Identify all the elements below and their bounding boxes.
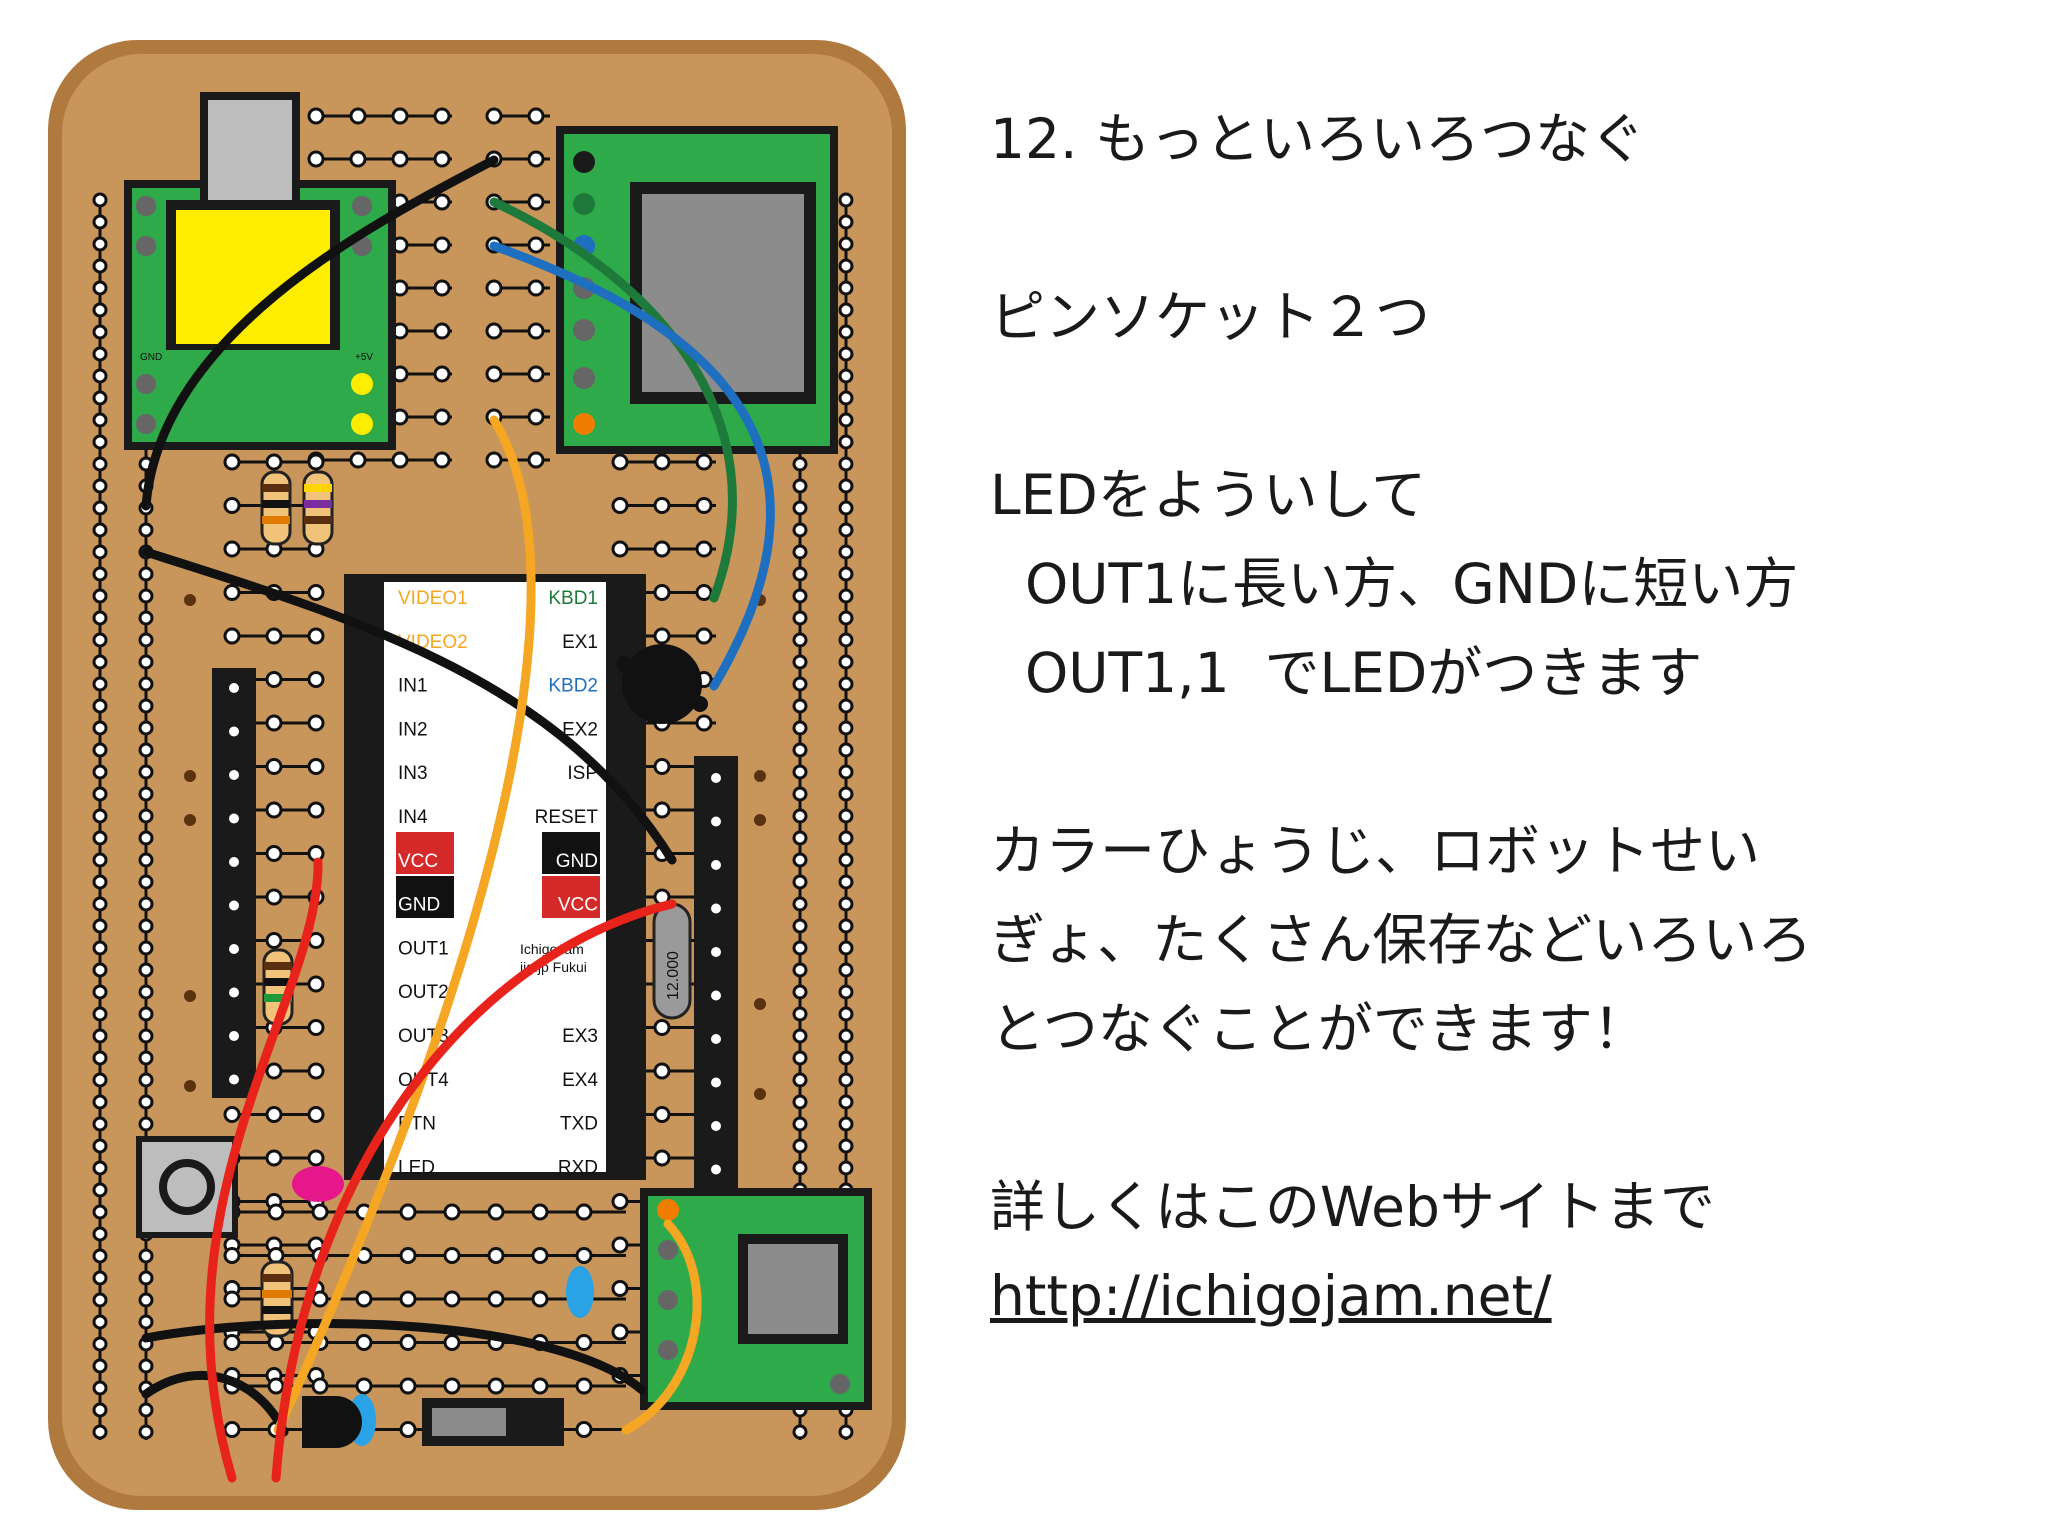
crystal-label: 12.000 bbox=[665, 951, 682, 1000]
transistor bbox=[302, 1396, 362, 1448]
info-line-3: とつなぐことができます！ bbox=[990, 997, 1648, 1061]
website-link[interactable]: http://ichigojam.net/ bbox=[990, 1264, 1552, 1328]
chip-pin-label-left: VCC bbox=[398, 851, 438, 872]
chip-pin-label-left: LED bbox=[398, 1157, 435, 1178]
perfboard-illustration: GND +5V VIDEO1VIDEO2IN1IN2IN3IN4VCCGNDOU… bbox=[48, 40, 906, 1510]
right-pin-header bbox=[694, 756, 738, 1188]
chip-pin-label-right: EX4 bbox=[562, 1070, 598, 1091]
wire-red-1 bbox=[205, 857, 323, 1483]
wire-black-3 bbox=[141, 1319, 647, 1395]
info-line-2: ぎょ、たくさん保存などいろいろ bbox=[990, 908, 1813, 972]
wire-green bbox=[489, 197, 737, 603]
resistor-bottom bbox=[260, 1260, 294, 1338]
led-instruction-2: OUT1に長い方、GNDに短い方 bbox=[990, 552, 1799, 616]
spacer bbox=[990, 362, 2010, 451]
wire-black-1 bbox=[141, 155, 499, 511]
wire-orange-2 bbox=[621, 1219, 702, 1435]
chip-pin-label-left: IN1 bbox=[398, 676, 428, 697]
wires bbox=[141, 155, 775, 1483]
ichigojam-chip: VIDEO1VIDEO2IN1IN2IN3IN4VCCGNDOUT1OUT2OU… bbox=[344, 574, 646, 1180]
chip-pin-label-right: ISP bbox=[567, 763, 598, 784]
wire-blue bbox=[489, 241, 775, 691]
slide-title: 12. もっといろいろつなぐ bbox=[990, 107, 1645, 171]
header-pins bbox=[229, 683, 721, 1175]
pad-label-vcc: +5V bbox=[355, 352, 373, 363]
capacitor-blue-1 bbox=[566, 1266, 594, 1318]
chip-pin-label-right: GND bbox=[556, 851, 598, 872]
left-pin-header bbox=[212, 668, 256, 1098]
chip-pin-label-left: GND bbox=[398, 895, 440, 916]
ir-module bbox=[640, 1188, 872, 1410]
pad-label-gnd: GND bbox=[140, 352, 162, 363]
slide-switch bbox=[422, 1398, 564, 1446]
spacer bbox=[990, 184, 2010, 273]
crystal: 12.000 bbox=[652, 902, 692, 1020]
web-note: 詳しくはこのWebサイトまで bbox=[990, 1175, 1715, 1239]
chip-pin-label-right: EX1 bbox=[562, 632, 598, 653]
chip-pin-label-right: KBD2 bbox=[548, 676, 598, 697]
chip-pin-label-right: RESET bbox=[535, 807, 599, 828]
spacer bbox=[990, 718, 2010, 807]
socket-note: ピンソケット２つ bbox=[990, 285, 1431, 349]
info-line-1: カラーひょうじ、ロボットせい bbox=[990, 819, 1761, 883]
wire-black-4 bbox=[141, 1370, 289, 1437]
chip-pin-label-left: IN4 bbox=[398, 807, 428, 828]
slide-text-panel: 12. もっといろいろつなぐ ピンソケット２つ LEDをよういして OUT1に長… bbox=[990, 95, 2010, 1341]
spacer bbox=[990, 1074, 2010, 1163]
video-jack-module: GND +5V bbox=[124, 92, 396, 450]
chip-pin-label-right: EX3 bbox=[562, 1026, 598, 1047]
ceramic-capacitor-pink bbox=[292, 1166, 344, 1202]
wire-red-2 bbox=[271, 899, 677, 1483]
resistor-pair-top bbox=[260, 470, 334, 546]
wire-orange-1 bbox=[273, 415, 536, 1435]
chip-pin-label-right: TXD bbox=[560, 1114, 598, 1135]
chip-pin-label-left: VIDEO1 bbox=[398, 588, 468, 609]
led-instruction-1: LEDをよういして bbox=[990, 463, 1427, 527]
chip-pin-label-right: VCC bbox=[558, 895, 598, 916]
chip-pin-label-right: EX2 bbox=[562, 719, 598, 740]
chip-pin-label-left: IN3 bbox=[398, 763, 428, 784]
chip-pin-label-right: RXD bbox=[558, 1157, 598, 1178]
keyboard-module bbox=[556, 126, 838, 454]
buzzer bbox=[622, 644, 702, 724]
wire-black-2 bbox=[141, 547, 677, 865]
chip-pin-label-left: OUT2 bbox=[398, 982, 449, 1003]
led-instruction-3: OUT1,1 でLEDがつきます bbox=[990, 641, 1703, 705]
chip-pin-label-right: KBD1 bbox=[548, 588, 598, 609]
chip-pin-label-left: IN2 bbox=[398, 719, 428, 740]
chip-pin-label-left: OUT1 bbox=[398, 938, 449, 959]
